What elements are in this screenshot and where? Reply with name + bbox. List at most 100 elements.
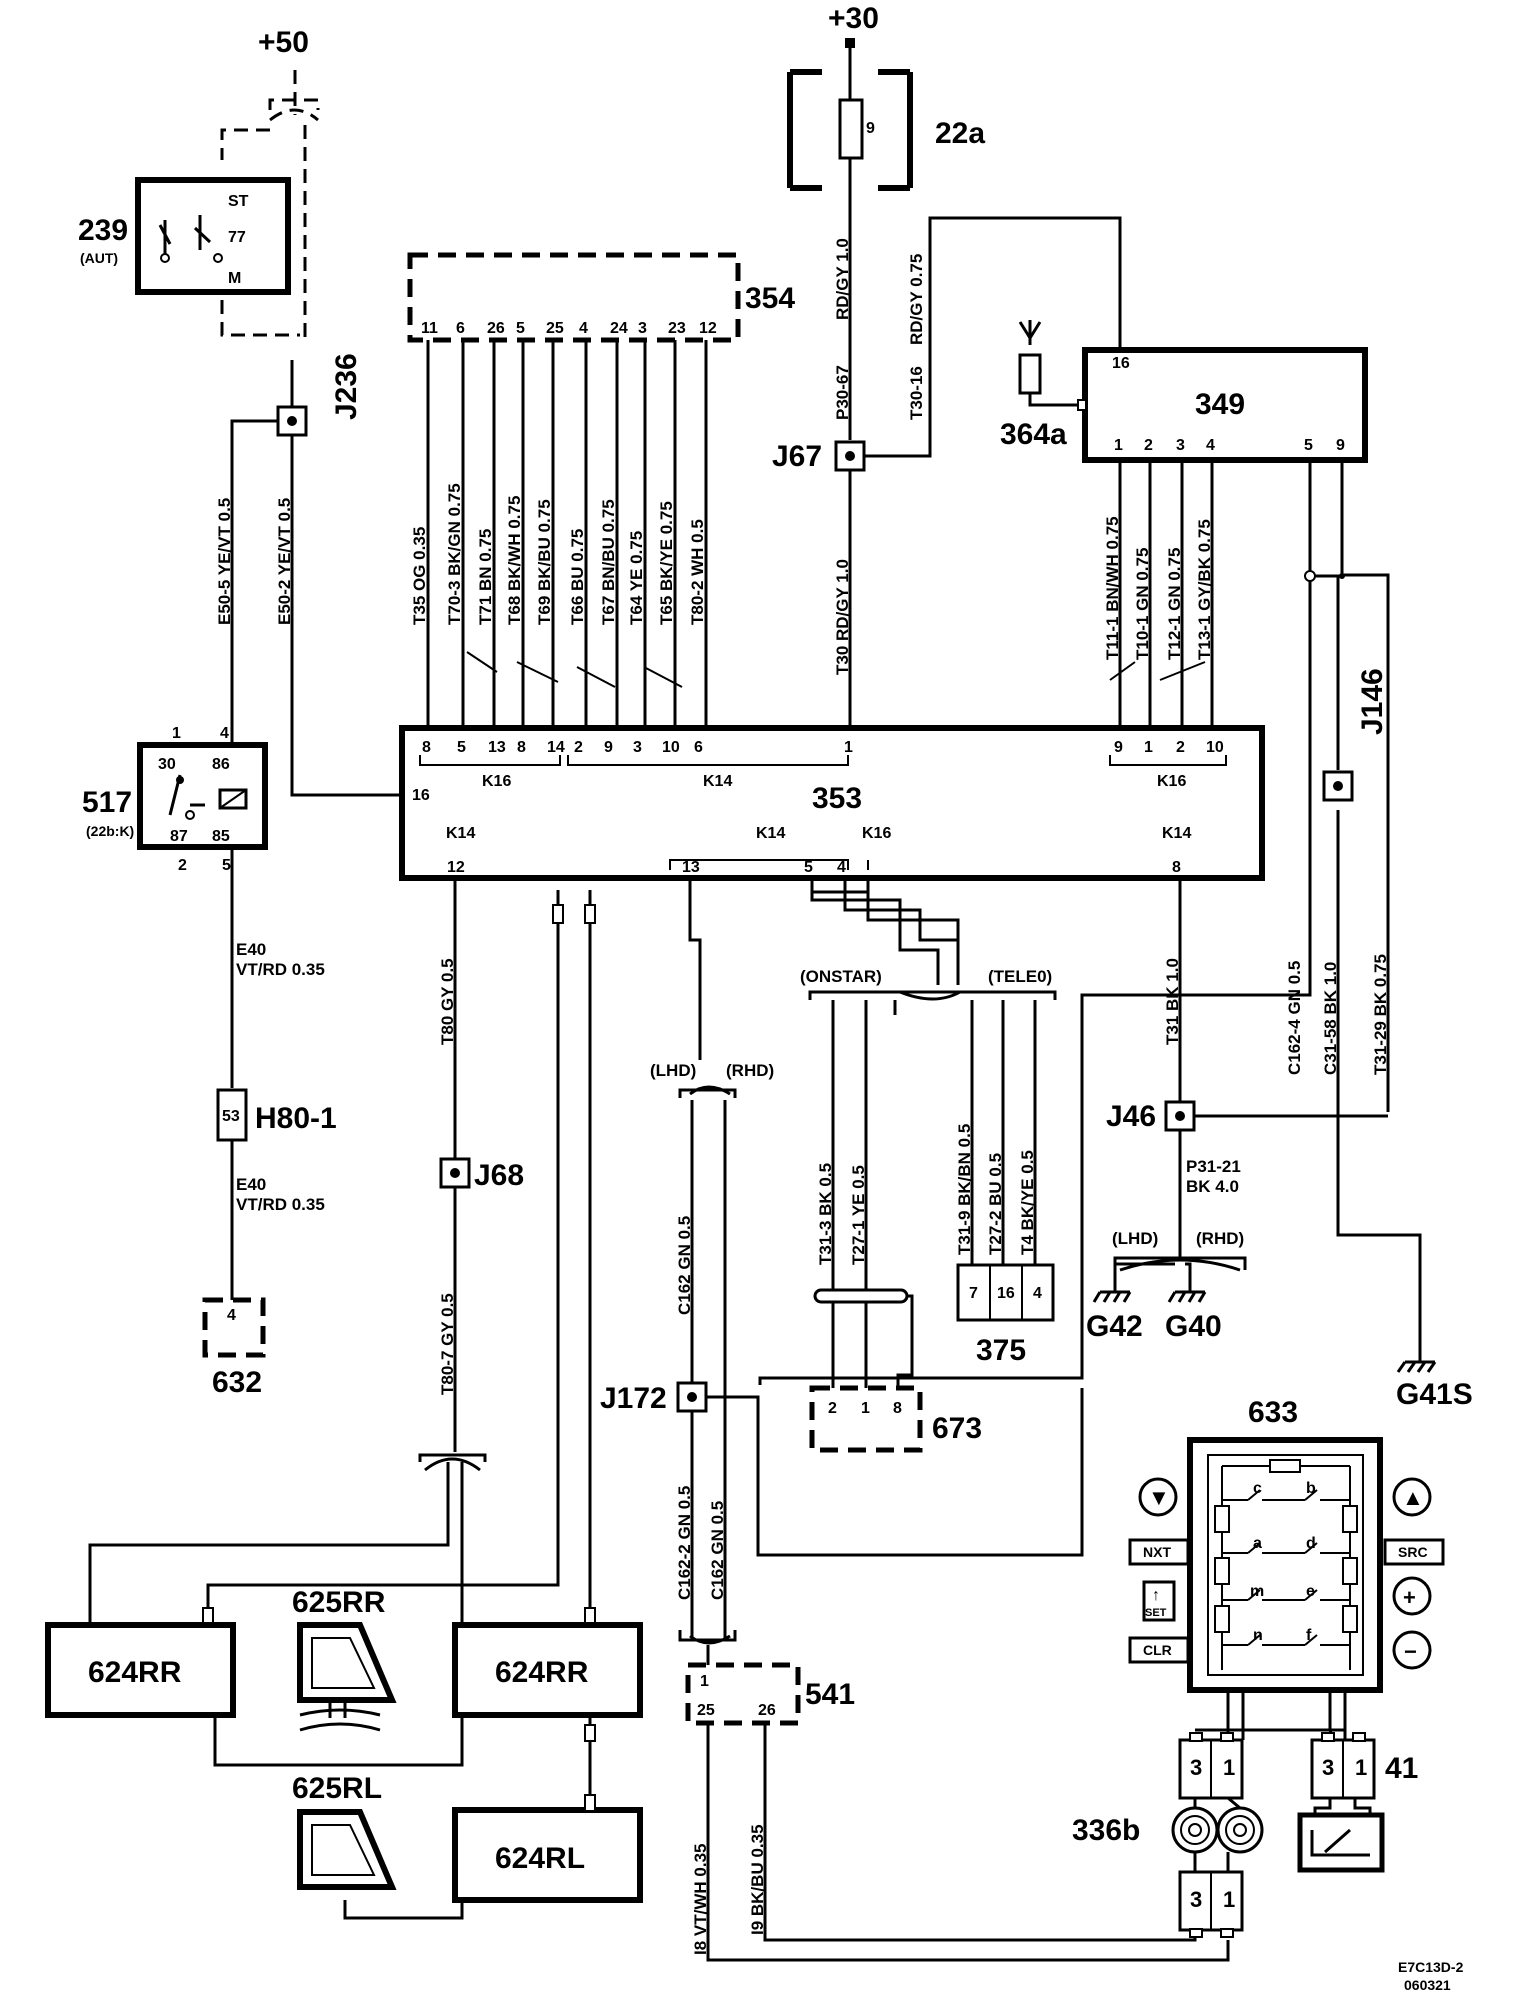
wire-label-e50-5: E50-5 YE/VT 0.5 xyxy=(215,498,234,625)
pin-354-26: 26 xyxy=(487,320,505,337)
pin-354-11: 11 xyxy=(421,320,438,337)
wire-label-t71: T71 BN 0.75 xyxy=(476,529,495,625)
pin-353-bottom-0: 12 xyxy=(447,859,465,876)
conn-k16-a: K16 xyxy=(482,773,511,790)
wire-c162-4 xyxy=(758,460,1312,1385)
pin-22a: 9 xyxy=(866,120,875,137)
label-349: 349 xyxy=(1195,388,1245,421)
variant-lhd-2: (LHD) xyxy=(1112,1229,1158,1248)
pins336b-a: 3 xyxy=(1190,1887,1202,1912)
supply-plus50: +50 xyxy=(258,26,309,59)
pin-353-bottom-3: 4 xyxy=(837,859,846,876)
label-j146: J146 xyxy=(1356,668,1389,735)
pin-353-left-7: 3 xyxy=(633,739,642,756)
wire-label-t68: T68 BK/WH 0.75 xyxy=(505,496,524,625)
panel-resistor-right-0 xyxy=(1342,1505,1358,1533)
wire-label-e40a-1: E40 xyxy=(236,940,266,959)
pin-517-t5: 5 xyxy=(222,857,231,874)
conn-k14-d: K14 xyxy=(1162,825,1191,842)
label-624rl: 624RL xyxy=(495,1842,585,1875)
horn-336b: 336b xyxy=(1072,1796,1264,1854)
label-625rr: 625RR xyxy=(292,1586,386,1619)
button-set[interactable]: ↑ SET xyxy=(1142,1580,1176,1622)
label-j172: J172 xyxy=(600,1382,667,1415)
pin-517-85: 85 xyxy=(212,828,230,845)
nxt-label: NXT xyxy=(1143,1544,1171,1560)
pin-h80: 53 xyxy=(222,1108,240,1125)
label-336b: 336b xyxy=(1072,1814,1140,1847)
pin-349-1: 1 xyxy=(1114,437,1123,454)
connector-541: 1 25 26 541 xyxy=(685,1662,855,1726)
switch-m: m xyxy=(1250,1583,1264,1600)
wire-label-c31-58: C31-58 BK 1.0 xyxy=(1321,962,1340,1075)
wire-label-i9: I9 BK/BU 0.35 xyxy=(748,1824,767,1935)
variant-tele: (TELE0) xyxy=(988,967,1052,986)
connector-632: 4 632 xyxy=(202,1297,266,1399)
pin-632: 4 xyxy=(227,1307,236,1324)
junction-j67: J67 xyxy=(772,440,866,473)
pin-353-right-2: 2 xyxy=(1176,739,1185,756)
wire-label-c162-2: C162-2 GN 0.5 xyxy=(675,1486,694,1600)
panel-contact-1 xyxy=(1247,1542,1318,1554)
pin-349-16: 16 xyxy=(1112,355,1130,372)
conn-k14-b: K14 xyxy=(446,825,475,842)
pins336t-a: 3 xyxy=(1190,1755,1202,1780)
label-354: 354 xyxy=(745,282,795,315)
button-up[interactable]: ▲ xyxy=(1392,1477,1432,1517)
switch-a: a xyxy=(1253,1535,1262,1552)
button-down[interactable]: ▼ xyxy=(1138,1477,1178,1517)
supply-plus30: +30 xyxy=(828,2,879,35)
wire-label-t65: T65 BK/YE 0.75 xyxy=(657,501,676,625)
pin-353-left-0: 8 xyxy=(422,739,431,756)
ground-g42: G42 xyxy=(1086,1275,1143,1343)
pin-353-left-4: 14 xyxy=(547,739,565,756)
pin-541-26: 26 xyxy=(758,1702,776,1719)
button-minus[interactable]: − xyxy=(1392,1630,1432,1670)
plus50-harness xyxy=(268,98,320,122)
wire-label-t64: T64 YE 0.75 xyxy=(627,531,646,625)
panel-resistor-left-0 xyxy=(1214,1505,1230,1533)
wire-label-t69: T69 BK/BU 0.75 xyxy=(535,499,554,625)
label-g41s: G41S xyxy=(1396,1378,1473,1411)
label-j46: J46 xyxy=(1106,1100,1156,1133)
conn-k14-c: K14 xyxy=(756,825,785,842)
pin-673-8: 8 xyxy=(893,1400,902,1417)
twist-mark-2 xyxy=(576,666,616,688)
label-22a: 22a xyxy=(935,117,985,150)
label-624rr-right: 624RR xyxy=(495,1656,589,1689)
button-plus[interactable]: + xyxy=(1392,1576,1432,1616)
pin-541-1: 1 xyxy=(700,1673,709,1690)
pins41-a: 3 xyxy=(1322,1755,1334,1780)
antenna-364a: 364a xyxy=(1000,320,1087,451)
button-clr[interactable]: CLR xyxy=(1128,1636,1190,1664)
label-41: 41 xyxy=(1385,1752,1418,1785)
pin-353-left-9: 6 xyxy=(694,739,703,756)
label-541: 541 xyxy=(805,1678,855,1711)
speaker-624rl: 624RL xyxy=(452,1807,643,1903)
pin-353-left-10: 1 xyxy=(844,739,853,756)
down-arrow-icon: ▼ xyxy=(1148,1485,1170,1510)
pin-239-st: ST xyxy=(228,193,249,210)
pin-349-9: 9 xyxy=(1336,437,1345,454)
conn-k16-b: K16 xyxy=(1157,773,1186,790)
wire-i8 xyxy=(706,1723,1230,1962)
button-src[interactable]: SRC xyxy=(1383,1538,1445,1566)
wire-label-t12_1: T12-1 GN 0.75 xyxy=(1165,548,1184,660)
junction-j46: J46 xyxy=(1106,1100,1196,1133)
button-nxt[interactable]: NXT xyxy=(1128,1538,1190,1566)
junction-j172: J172 xyxy=(600,1381,708,1415)
wire-label-t35: T35 OG 0.35 xyxy=(410,527,429,625)
pin-375-16: 16 xyxy=(997,1285,1015,1302)
wire-label-c162: C162 GN 0.5 xyxy=(675,1216,694,1315)
wire-label-t11_1: T11-1 BN/WH 0.75 xyxy=(1103,516,1122,660)
twist-mark-0 xyxy=(466,651,498,673)
wire-label-e40b-2: VT/RD 0.35 xyxy=(236,1195,325,1214)
wire-label-e40b-1: E40 xyxy=(236,1175,266,1194)
variant-lhd: (LHD) xyxy=(650,1061,696,1080)
label-j67: J67 xyxy=(772,440,822,473)
